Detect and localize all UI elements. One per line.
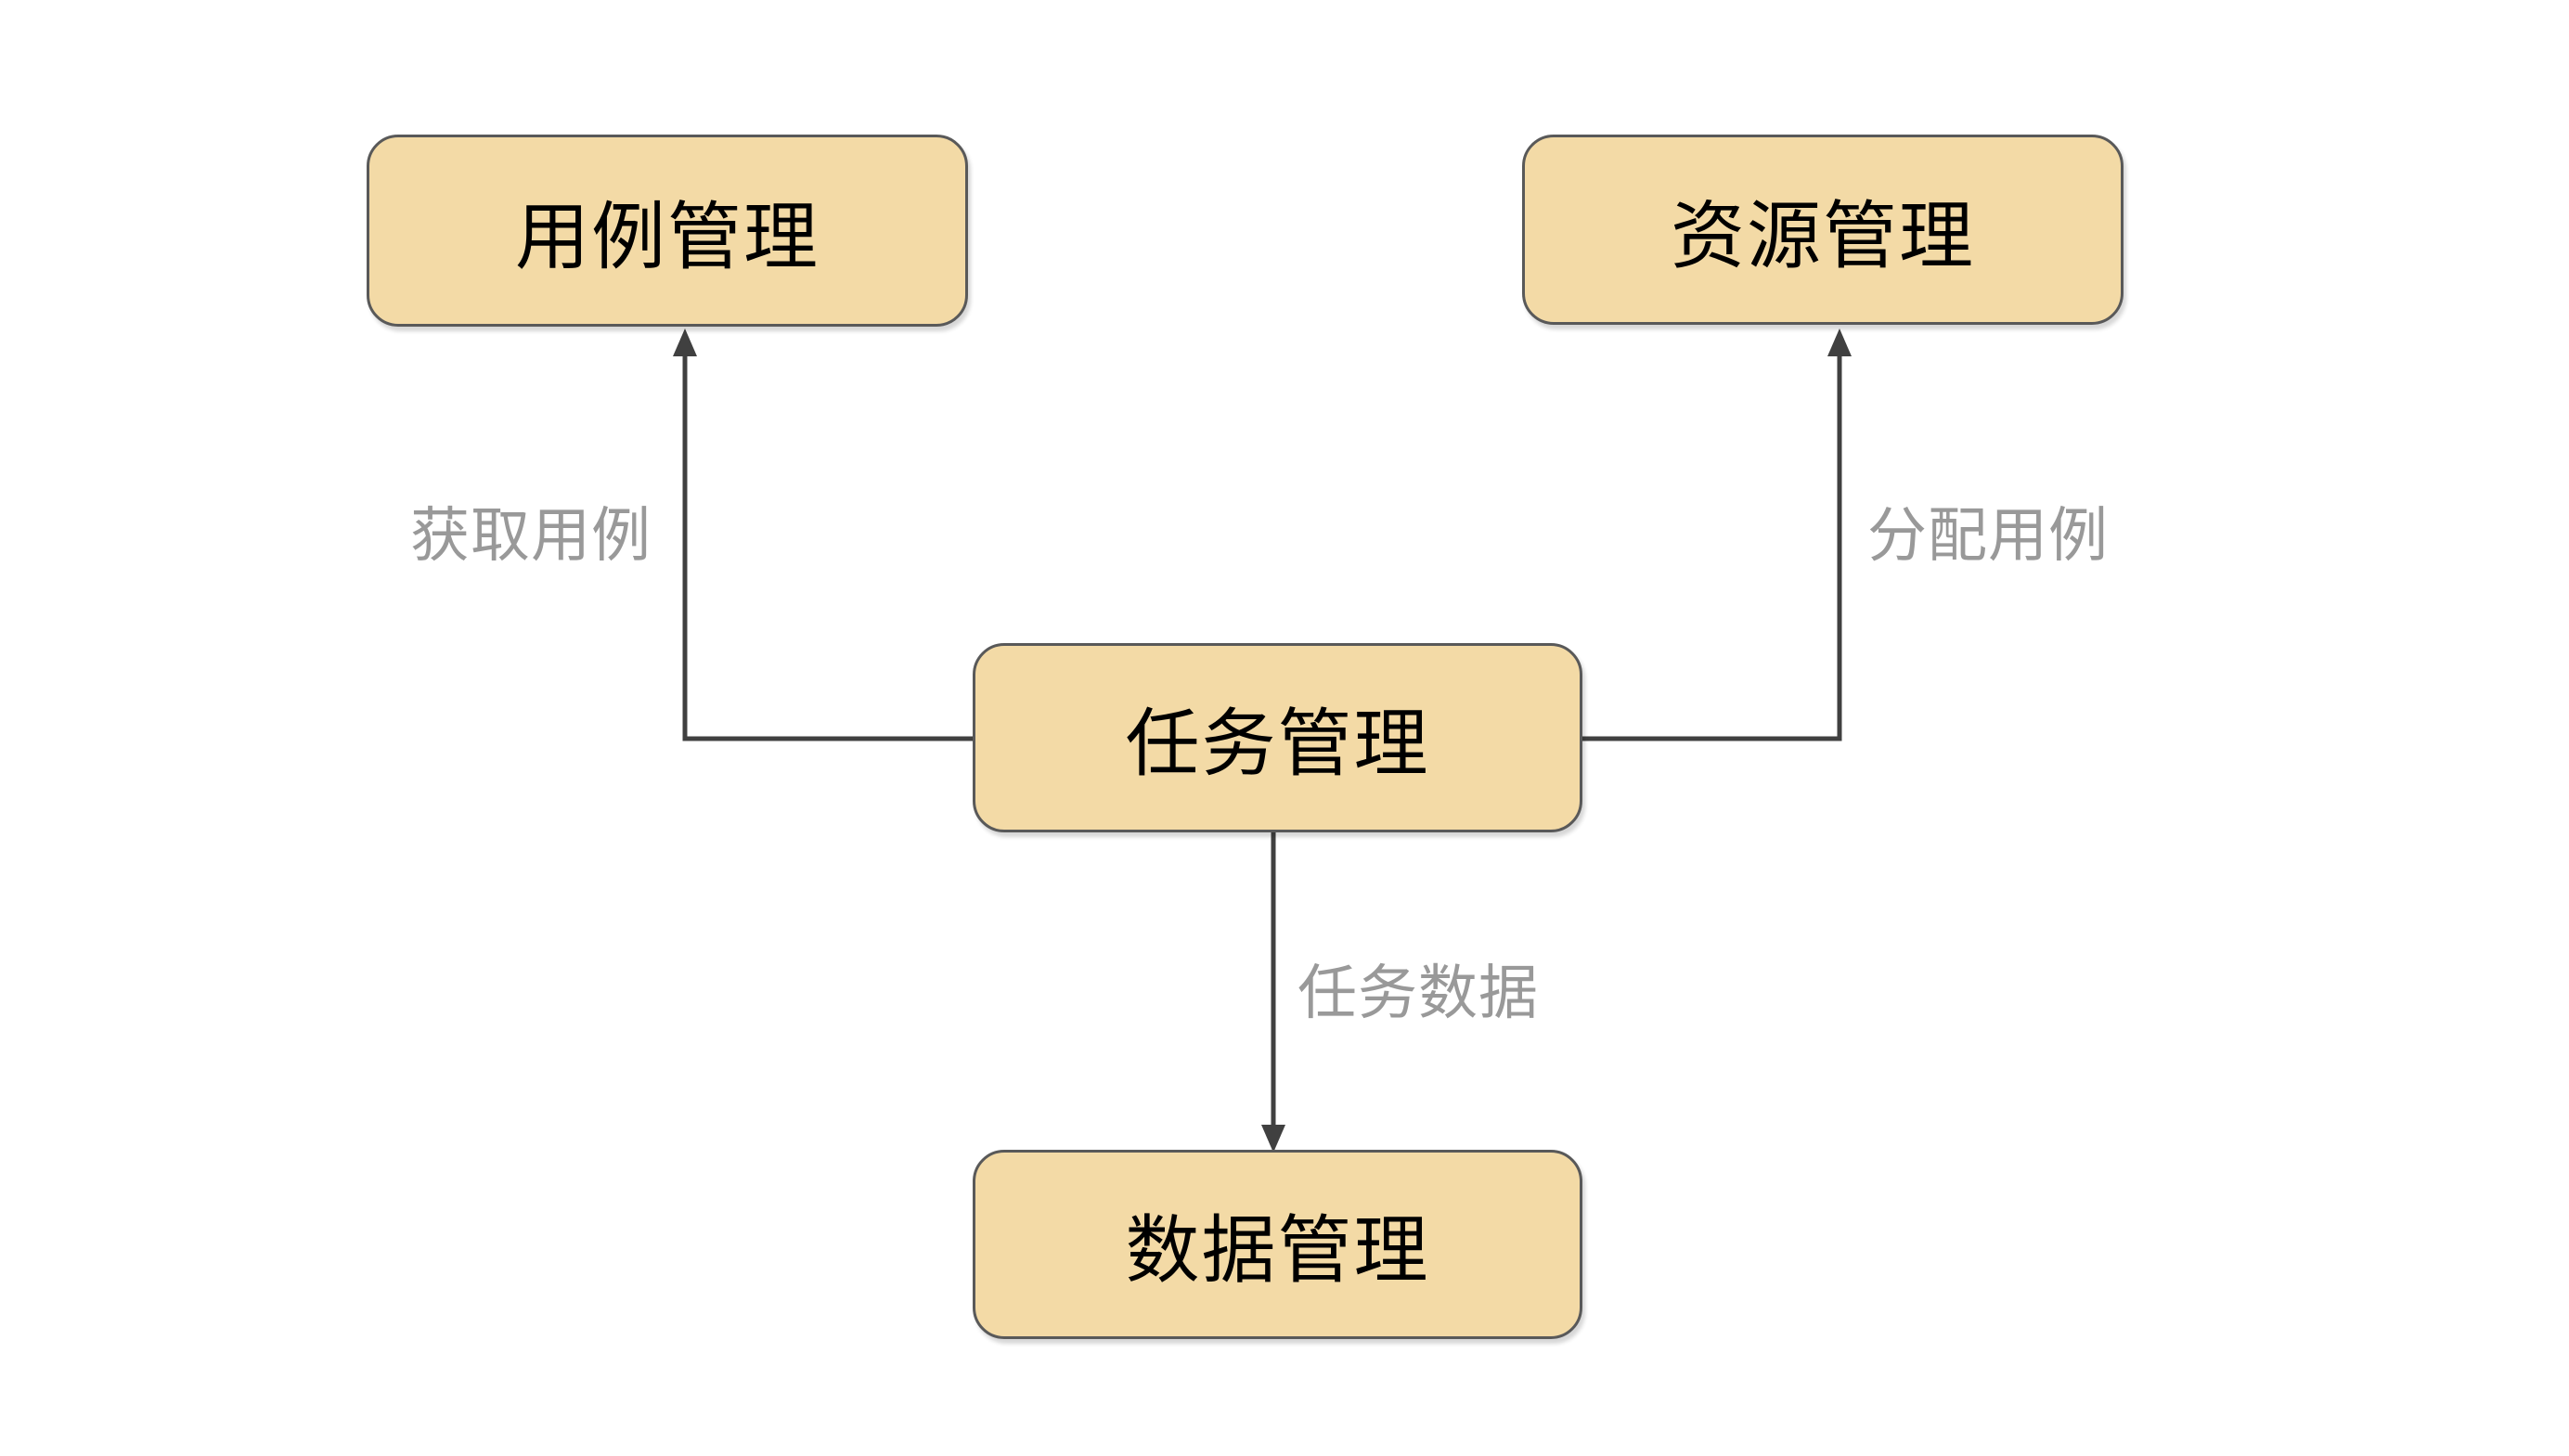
node-label: 数据管理 — [1125, 1209, 1430, 1292]
arrowhead-down-icon — [1261, 1125, 1285, 1153]
arrowhead-up-right-icon — [1827, 329, 1852, 356]
edge-task-to-usecase — [682, 353, 973, 741]
node-task-management: 任务管理 — [973, 643, 1582, 832]
edge-label-task-data: 任务数据 — [1297, 960, 1539, 1026]
node-label: 资源管理 — [1671, 194, 1975, 277]
node-resource-management: 资源管理 — [1522, 135, 2124, 325]
node-use-case-management: 用例管理 — [367, 135, 968, 327]
node-data-management: 数据管理 — [973, 1150, 1582, 1339]
arrowhead-up-left-icon — [673, 329, 697, 356]
edge-label-assign-use-case: 分配用例 — [1867, 502, 2109, 569]
edge-label-get-use-case: 获取用例 — [410, 502, 652, 569]
node-label: 任务管理 — [1125, 702, 1430, 785]
node-label: 用例管理 — [515, 195, 820, 278]
edge-task-to-resource — [1582, 353, 1842, 741]
